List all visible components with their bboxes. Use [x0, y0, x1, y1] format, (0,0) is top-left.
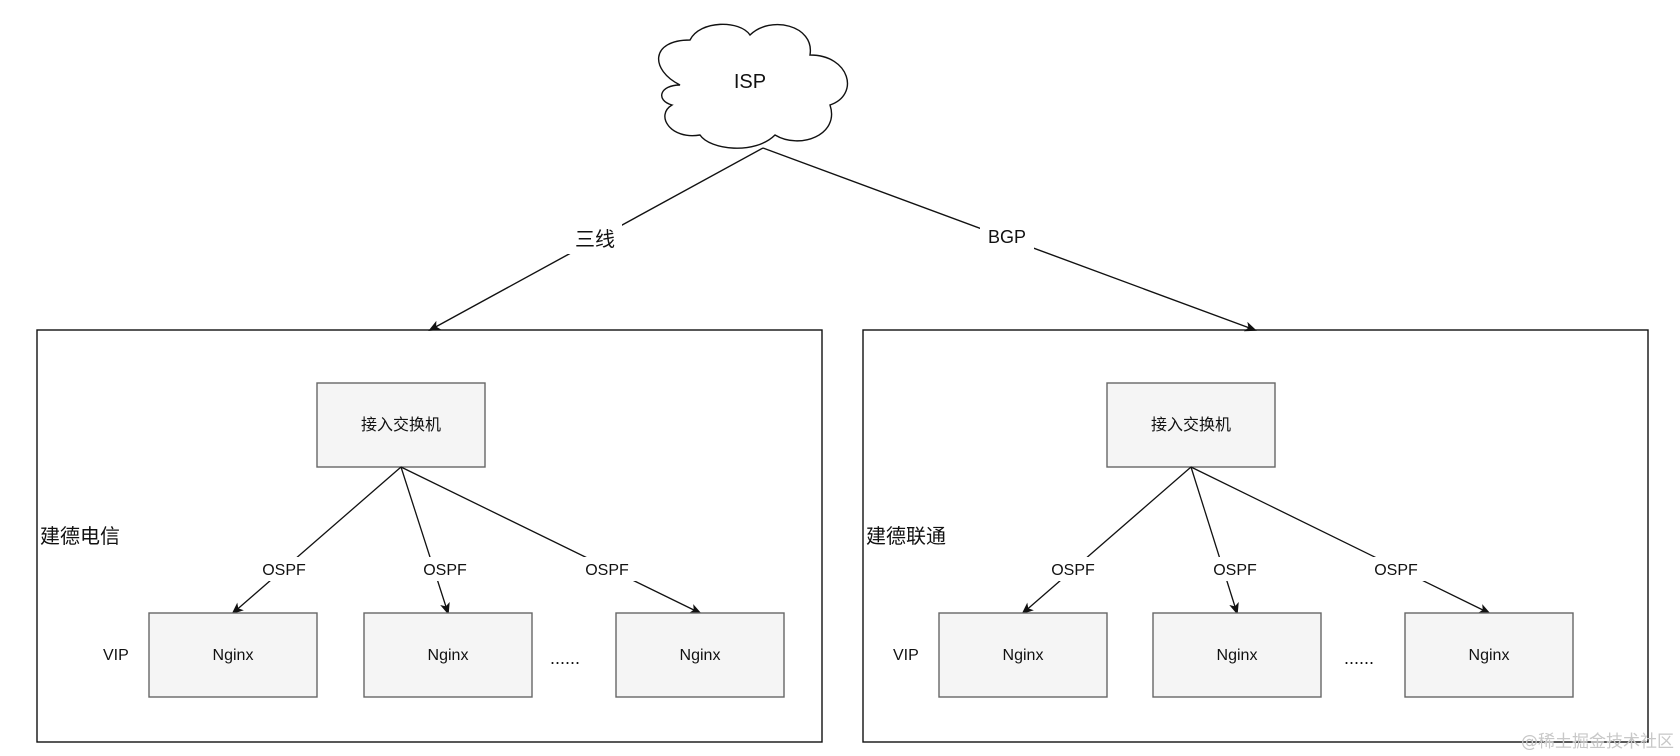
site-telecom: 建德电信 接入交换机 OSPF OSPF OSPF VIP Nginx Ngin… [36, 329, 823, 743]
uplink-left-label: 三线 [575, 227, 615, 251]
switch-label: 接入交换机 [361, 415, 441, 434]
watermark: @稀土掘金技术社区 [1521, 732, 1674, 752]
ospf-label: OSPF [585, 562, 629, 579]
uplink-right: BGP [762, 147, 1257, 332]
site-unicom: 建德联通 接入交换机 OSPF OSPF OSPF VIP Nginx Ngin… [862, 329, 1649, 743]
nginx-box [148, 612, 318, 698]
uplink-left: 三线 [428, 147, 764, 331]
nginx-box [1152, 612, 1322, 698]
isp-cloud: ISP [657, 23, 849, 149]
ellipsis: ...... [550, 648, 580, 668]
switch-box [1106, 382, 1276, 468]
vip-label: VIP [893, 647, 919, 664]
nginx-label: Nginx [1003, 647, 1044, 664]
ospf-label: OSPF [1374, 562, 1418, 579]
nginx-box [363, 612, 533, 698]
ospf-label: OSPF [1051, 562, 1095, 579]
ellipsis: ...... [1344, 648, 1374, 668]
nginx-label: Nginx [213, 647, 254, 664]
site-container [862, 329, 1649, 743]
vip-label: VIP [103, 647, 129, 664]
uplink-right-label: BGP [988, 227, 1026, 247]
nginx-label: Nginx [1217, 647, 1258, 664]
nginx-label: Nginx [1469, 647, 1510, 664]
nginx-label: Nginx [428, 647, 469, 664]
nginx-box [938, 612, 1108, 698]
ospf-label: OSPF [423, 562, 467, 579]
nginx-box [1404, 612, 1574, 698]
site-name: 建德联通 [866, 524, 946, 548]
site-name: 建德电信 [40, 524, 120, 548]
switch-label: 接入交换机 [1151, 415, 1231, 434]
ospf-label: OSPF [1213, 562, 1257, 579]
nginx-box [615, 612, 785, 698]
isp-label: ISP [734, 71, 766, 93]
site-container [36, 329, 823, 743]
nginx-label: Nginx [680, 647, 721, 664]
ospf-label: OSPF [262, 562, 306, 579]
